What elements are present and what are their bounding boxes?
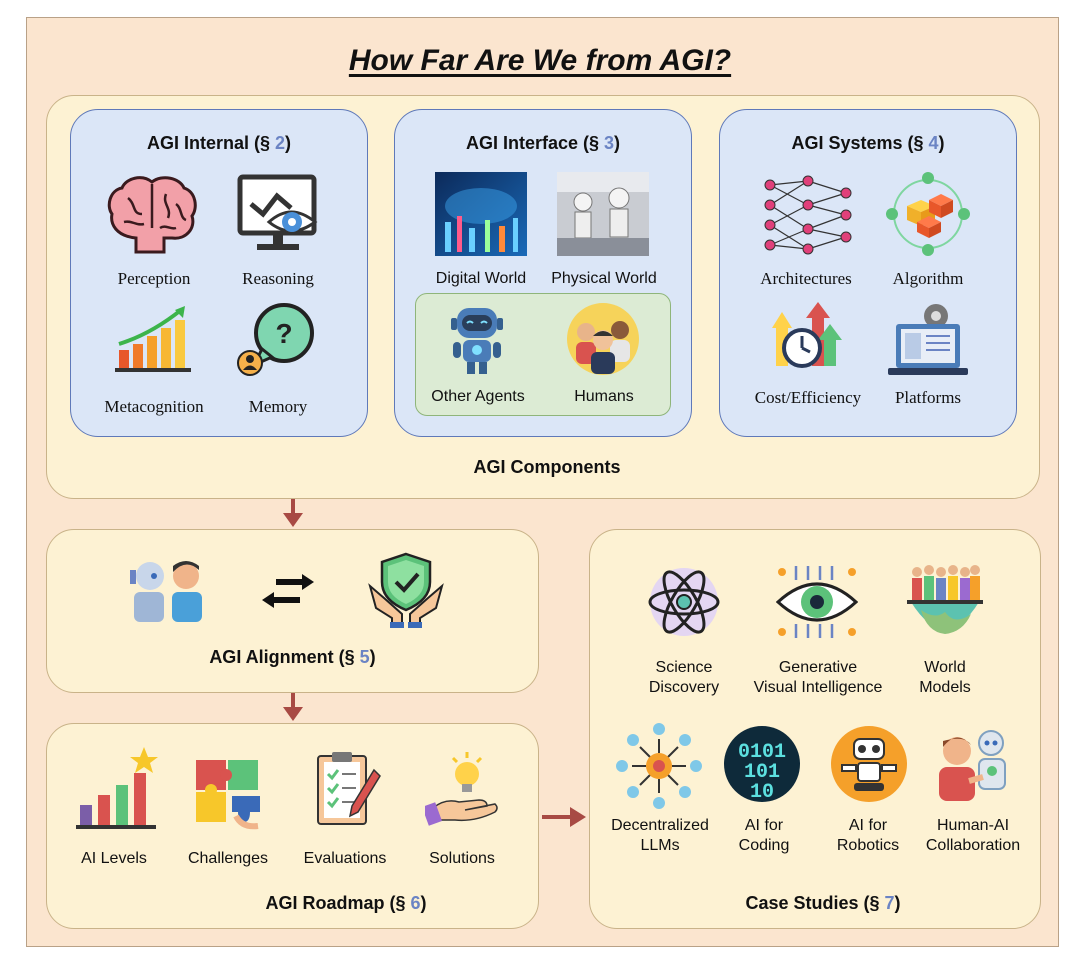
label-architectures: Architectures — [760, 269, 852, 288]
exchange-arrows-icon — [262, 574, 314, 608]
svg-text:10: 10 — [750, 781, 774, 803]
question-bubble-icon: ? — [237, 303, 314, 376]
label-cost-efficiency: Cost/Efficiency — [754, 388, 862, 407]
internal-box — [70, 109, 368, 437]
robot-icon — [451, 308, 503, 374]
atom-icon — [648, 568, 720, 636]
svg-text:101: 101 — [744, 761, 780, 784]
label-challenges: Challenges — [187, 850, 269, 867]
cost-efficiency-icon — [772, 302, 842, 368]
label-physical-world: Physical World — [551, 270, 657, 287]
laptop-platform-icon — [888, 304, 968, 375]
label-platforms: Platforms — [894, 388, 962, 407]
svg-text:?: ? — [275, 318, 292, 349]
label-other-agents: Other Agents — [431, 388, 525, 405]
label-humans: Humans — [574, 388, 634, 405]
ai-human-icon — [130, 561, 202, 622]
label-algorithm: Algorithm — [892, 269, 964, 288]
label-digital-world: Digital World — [435, 270, 527, 287]
systems-title: AGI Systems (§ 4) — [791, 133, 945, 153]
human-ai-icon — [939, 730, 1006, 801]
robotics-icon — [831, 726, 907, 802]
alignment-title: AGI Alignment (§ 5) — [209, 647, 376, 667]
components-title: AGI Components — [473, 457, 621, 477]
roadmap-title: AGI Roadmap (§ 6) — [265, 893, 427, 913]
alignment-panel — [46, 529, 539, 693]
physical-world-image — [557, 172, 649, 256]
binary-code-icon: 0101 101 10 — [724, 726, 800, 803]
monitor-eye-icon — [237, 174, 318, 250]
arrow-alignment-to-roadmap — [283, 693, 303, 721]
shield-hands-icon — [368, 552, 444, 628]
label-evaluations: Evaluations — [303, 850, 387, 867]
ai-levels-chart-icon — [76, 747, 158, 829]
svg-text:0101: 0101 — [738, 741, 786, 764]
label-reasoning: Reasoning — [242, 269, 314, 288]
arrow-components-to-alignment — [283, 499, 303, 527]
interface-title: AGI Interface (§ 3) — [465, 133, 621, 153]
algorithm-cubes-icon — [886, 172, 970, 256]
decentralized-network-icon — [616, 723, 702, 809]
internal-title: AGI Internal (§ 2) — [146, 133, 292, 153]
systems-box — [719, 109, 1017, 437]
label-metacognition: Metacognition — [104, 397, 204, 416]
world-crowd-icon — [907, 565, 983, 634]
label-ai-levels: AI Levels — [81, 850, 147, 867]
page-title: How Far Are We from AGI? — [348, 44, 732, 77]
hand-lightbulb-icon — [425, 752, 498, 826]
eye-circuit-icon — [776, 566, 858, 638]
label-perception: Perception — [117, 269, 191, 288]
brain-icon — [107, 176, 197, 254]
neural-network-icon — [764, 175, 852, 255]
humans-icon — [567, 303, 639, 375]
label-solutions: Solutions — [429, 850, 495, 867]
label-memory: Memory — [248, 397, 308, 416]
clipboard-checklist-icon — [317, 752, 381, 825]
puzzle-icon — [196, 760, 260, 830]
arrow-roadmap-to-case-studies — [542, 807, 586, 827]
digital-world-image — [435, 172, 527, 256]
growth-chart-icon — [115, 306, 191, 372]
case-studies-title: Case Studies (§ 7) — [745, 893, 901, 913]
